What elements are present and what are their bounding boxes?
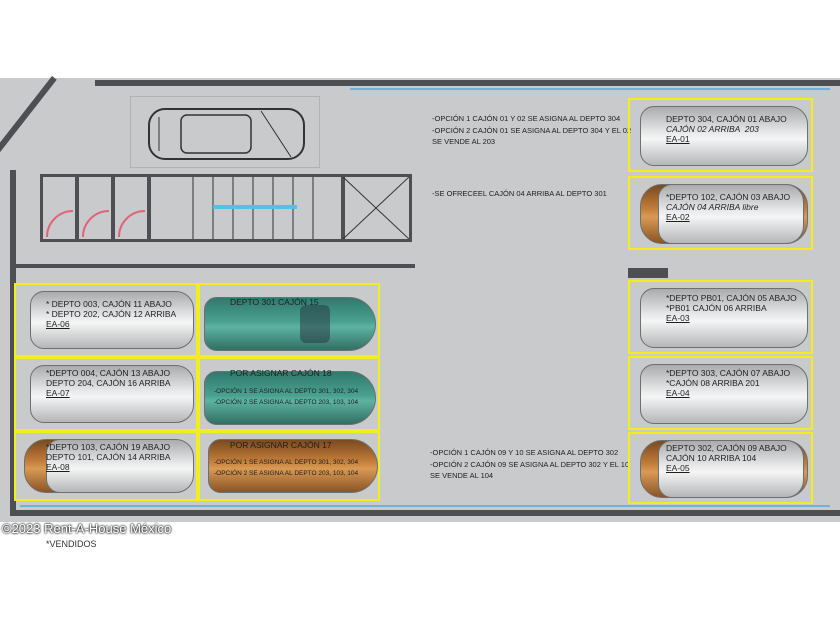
parking-spot-18: POR ASIGNAR CAJÓN 18 -OPCIÓN 1 SE ASIGNA… <box>198 357 380 431</box>
spot-line2: CAJÓN 10 ARRIBA 104 <box>666 453 757 463</box>
parking-spot-ea-06: * DEPTO 003, CAJÓN 11 ABAJO * DEPTO 202,… <box>14 283 198 357</box>
parking-spot-ea-03: *DEPTO PB01, CAJÓN 05 ABAJO *PB01 CAJÓN … <box>628 280 813 354</box>
spot-line1: *DEPTO 303, CAJÓN 07 ABAJO <box>666 368 791 378</box>
spot-title: DEPTO 301 CAJÓN 15 <box>230 297 319 307</box>
parking-spot-ea-01: DEPTO 304, CAJÓN 01 ABAJO CAJÓN 02 ARRIB… <box>628 98 813 172</box>
note-bottom-3: SE VENDE AL 104 <box>430 471 494 480</box>
spot-line2: * DEPTO 202, CAJÓN 12 ARRIBA <box>46 309 177 319</box>
car-silver <box>640 288 808 348</box>
note-top-2: -OPCIÓN 2 CAJÓN 01 SE ASIGNA AL DEPTO 30… <box>432 126 632 135</box>
car-copper <box>208 439 378 493</box>
left-wall <box>10 170 16 515</box>
spot-code: EA-01 <box>666 134 690 144</box>
car-teal <box>204 371 376 425</box>
storage-doors-icon <box>46 176 410 240</box>
diagonal-wall <box>0 76 57 175</box>
parking-spot-ea-04: *DEPTO 303, CAJÓN 07 ABAJO *CAJÓN 08 ARR… <box>628 356 813 430</box>
spot-code: EA-07 <box>46 388 70 398</box>
spot-line1: *DEPTO 103, CAJÓN 19 ABAJO <box>46 442 171 452</box>
spot-line2: DEPTO 101, CAJÓN 14 ARRIBA <box>46 452 171 462</box>
car-silver <box>640 106 808 166</box>
note-bottom-2: -OPCIÓN 2 CAJÓN 09 SE ASIGNA AL DEPTO 30… <box>430 460 630 469</box>
spot-line1: *DEPTO 004, CAJÓN 13 ABAJO <box>46 368 171 378</box>
spot-option-2: -OPCIÓN 2 SE ASIGNA AL DEPTO 203, 103, 1… <box>214 399 359 406</box>
note-top-3: SE VENDE AL 203 <box>432 137 496 146</box>
car-silver <box>658 440 804 498</box>
spot-line2: *PB01 CAJÓN 06 ARRIBA <box>666 303 767 313</box>
top-wall <box>95 80 840 86</box>
spot-code: EA-08 <box>46 462 70 472</box>
spot-code: EA-03 <box>666 313 690 323</box>
spot-line2: CAJÓN 02 ARRIBA 203 <box>666 124 759 134</box>
parking-spot-17: POR ASIGNAR CAJÓN 17 -OPCIÓN 1 SE ASIGNA… <box>198 431 380 501</box>
parking-floor-plan: -OPCIÓN 1 CAJÓN 01 Y 02 SE ASIGNA AL DEP… <box>0 76 840 522</box>
spot-line1: DEPTO 302, CAJÓN 09 ABAJO <box>666 443 787 453</box>
sold-legend: *VENDIDOS <box>46 539 97 549</box>
spot-option-1: -OPCIÓN 1 SE ASIGNA AL DEPTO 301, 302, 3… <box>214 388 359 395</box>
spot-title: POR ASIGNAR CAJÓN 17 <box>230 440 332 450</box>
car-windshield <box>300 305 330 343</box>
dimension-line-top <box>350 88 830 90</box>
stair-wall-bottom <box>10 264 415 268</box>
car-silver <box>658 184 804 244</box>
spot-line2: CAJÓN 04 ARRIBA libre <box>666 202 759 212</box>
spot-line1: *DEPTO PB01, CAJÓN 05 ABAJO <box>666 293 797 303</box>
parking-spot-ea-05: DEPTO 302, CAJÓN 09 ABAJO CAJÓN 10 ARRIB… <box>628 432 813 504</box>
spot-code: EA-02 <box>666 212 690 222</box>
dimension-line-bottom <box>20 505 830 507</box>
note-middle: -SE OFRECEEL CAJÓN 04 ARRIBA AL DEPTO 30… <box>432 189 607 198</box>
top-car-drawing <box>130 96 320 168</box>
parking-spot-ea-07: *DEPTO 004, CAJÓN 13 ABAJO DEPTO 204, CA… <box>14 357 198 431</box>
car-teal <box>204 297 376 351</box>
stair-storage-block <box>40 174 412 242</box>
spot-code: EA-05 <box>666 463 690 473</box>
parking-spot-ea-02: *DEPTO 102, CAJÓN 03 ABAJO CAJÓN 04 ARRI… <box>628 176 813 250</box>
spot-line1: * DEPTO 003, CAJÓN 11 ABAJO <box>46 299 172 309</box>
right-divider <box>628 268 668 278</box>
car-outline-icon <box>148 108 305 160</box>
spot-title: POR ASIGNAR CAJÓN 18 <box>230 368 332 378</box>
car-silver <box>640 364 808 424</box>
bottom-wall <box>10 510 840 516</box>
spot-line1: DEPTO 304, CAJÓN 01 ABAJO <box>666 114 787 124</box>
spot-line2: *CAJÓN 08 ARRIBA 201 <box>666 378 760 388</box>
car-silver <box>46 439 194 493</box>
spot-code: EA-06 <box>46 319 70 329</box>
spot-option-1: -OPCIÓN 1 SE ASIGNA AL DEPTO 301, 302, 3… <box>214 459 359 466</box>
note-bottom-1: -OPCIÓN 1 CAJÓN 09 Y 10 SE ASIGNA AL DEP… <box>430 448 619 457</box>
copyright-watermark: ©2023 Rent-A-House México <box>2 521 172 536</box>
car-silver <box>30 365 194 423</box>
car-silver <box>30 291 194 349</box>
spot-line2: DEPTO 204, CAJÓN 16 ARRIBA <box>46 378 171 388</box>
spot-option-2: -OPCIÓN 2 SE ASIGNA AL DEPTO 203, 103, 1… <box>214 470 359 477</box>
note-top-1: -OPCIÓN 1 CAJÓN 01 Y 02 SE ASIGNA AL DEP… <box>432 114 621 123</box>
parking-spot-15: DEPTO 301 CAJÓN 15 <box>198 283 380 357</box>
spot-line1: *DEPTO 102, CAJÓN 03 ABAJO <box>666 192 791 202</box>
parking-spot-ea-08: *DEPTO 103, CAJÓN 19 ABAJO DEPTO 101, CA… <box>14 431 198 501</box>
spot-code: EA-04 <box>666 388 690 398</box>
